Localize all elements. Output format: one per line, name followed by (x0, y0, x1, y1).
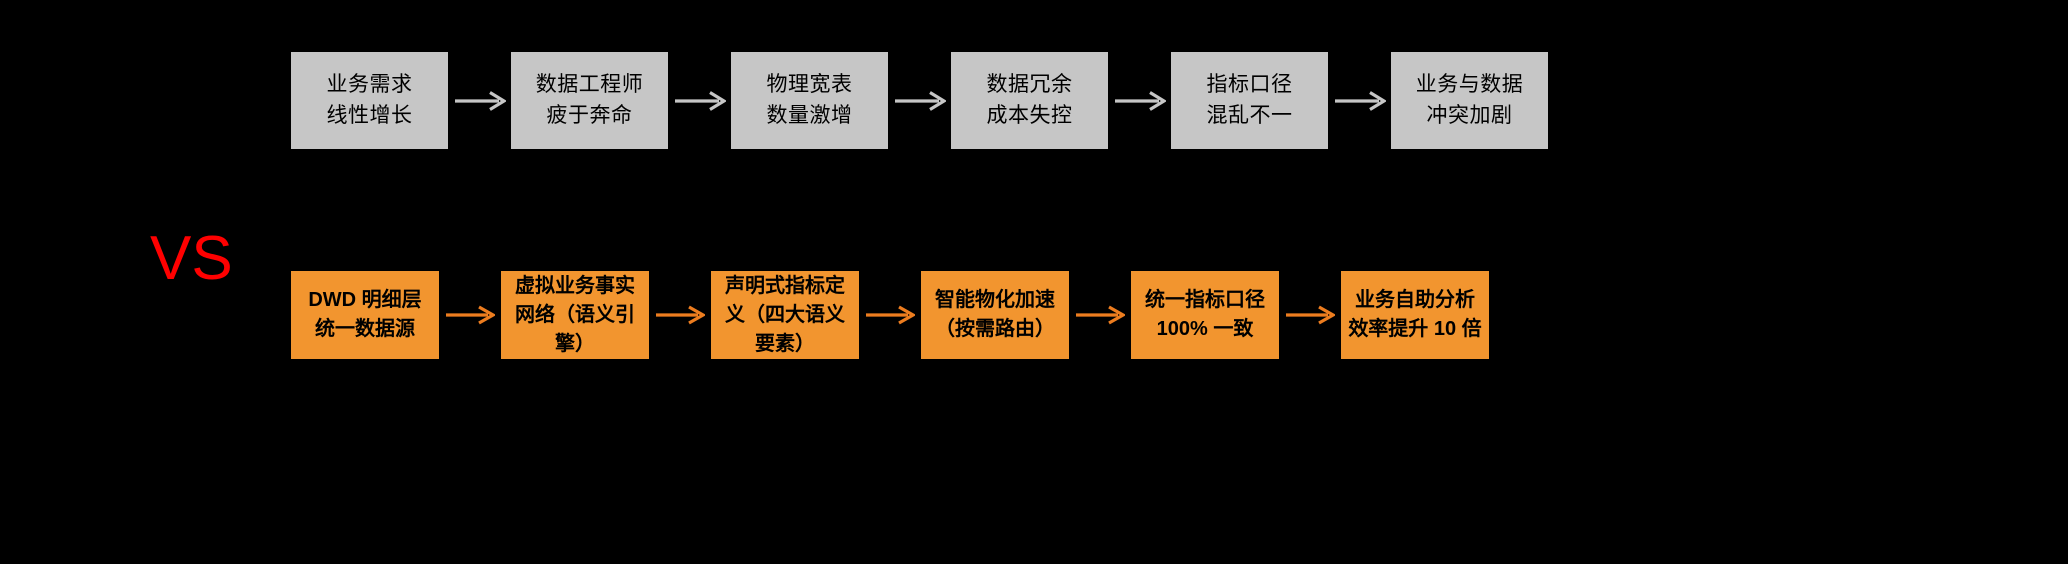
solution-flow-row: DWD 明细层 统一数据源 虚拟业务事实 网络（语义引 擎） 声明式指标定 义（… (291, 271, 1489, 359)
arrow-right-icon (888, 52, 951, 149)
problem-node-3[interactable]: 物理宽表 数量激增 (731, 52, 888, 149)
solution-node-1-label: DWD 明细层 统一数据源 (308, 289, 422, 340)
vs-label: VS (150, 224, 233, 293)
problem-flow-row: 业务需求 线性增长 数据工程师 疲于奔命 物理宽表 数量激增 (291, 52, 1548, 149)
solution-node-4-label: 智能物化加速 （按需路由） (935, 289, 1055, 340)
problem-node-2[interactable]: 数据工程师 疲于奔命 (511, 52, 668, 149)
solution-node-6[interactable]: 业务自助分析 效率提升 10 倍 (1341, 271, 1489, 359)
solution-node-1[interactable]: DWD 明细层 统一数据源 (291, 271, 439, 359)
arrow-right-icon (439, 271, 501, 359)
problem-node-1[interactable]: 业务需求 线性增长 (291, 52, 448, 149)
solution-node-5-label: 统一指标口径 100% 一致 (1145, 289, 1265, 340)
solution-node-2[interactable]: 虚拟业务事实 网络（语义引 擎） (501, 271, 649, 359)
solution-node-3[interactable]: 声明式指标定 义（四大语义 要素） (711, 271, 859, 359)
problem-node-3-label: 物理宽表 数量激增 (766, 73, 853, 127)
arrow-right-icon (1069, 271, 1131, 359)
problem-node-5[interactable]: 指标口径 混乱不一 (1171, 52, 1328, 149)
problem-node-2-label: 数据工程师 疲于奔命 (535, 73, 644, 127)
problem-node-6-label: 业务与数据 冲突加剧 (1415, 73, 1524, 127)
arrow-right-icon (649, 271, 711, 359)
arrow-right-icon (1279, 271, 1341, 359)
solution-node-6-label: 业务自助分析 效率提升 10 倍 (1348, 289, 1482, 340)
problem-node-1-label: 业务需求 线性增长 (326, 73, 413, 127)
arrow-right-icon (448, 52, 511, 149)
arrow-right-icon (1328, 52, 1391, 149)
arrow-right-icon (1108, 52, 1171, 149)
arrow-right-icon (668, 52, 731, 149)
solution-node-2-label: 虚拟业务事实 网络（语义引 擎） (515, 274, 635, 355)
problem-node-4[interactable]: 数据冗余 成本失控 (951, 52, 1108, 149)
solution-node-5[interactable]: 统一指标口径 100% 一致 (1131, 271, 1279, 359)
solution-node-4[interactable]: 智能物化加速 （按需路由） (921, 271, 1069, 359)
problem-node-5-label: 指标口径 混乱不一 (1206, 73, 1293, 127)
problem-node-4-label: 数据冗余 成本失控 (986, 73, 1073, 127)
solution-node-3-label: 声明式指标定 义（四大语义 要素） (725, 274, 845, 355)
arrow-right-icon (859, 271, 921, 359)
problem-node-6[interactable]: 业务与数据 冲突加剧 (1391, 52, 1548, 149)
